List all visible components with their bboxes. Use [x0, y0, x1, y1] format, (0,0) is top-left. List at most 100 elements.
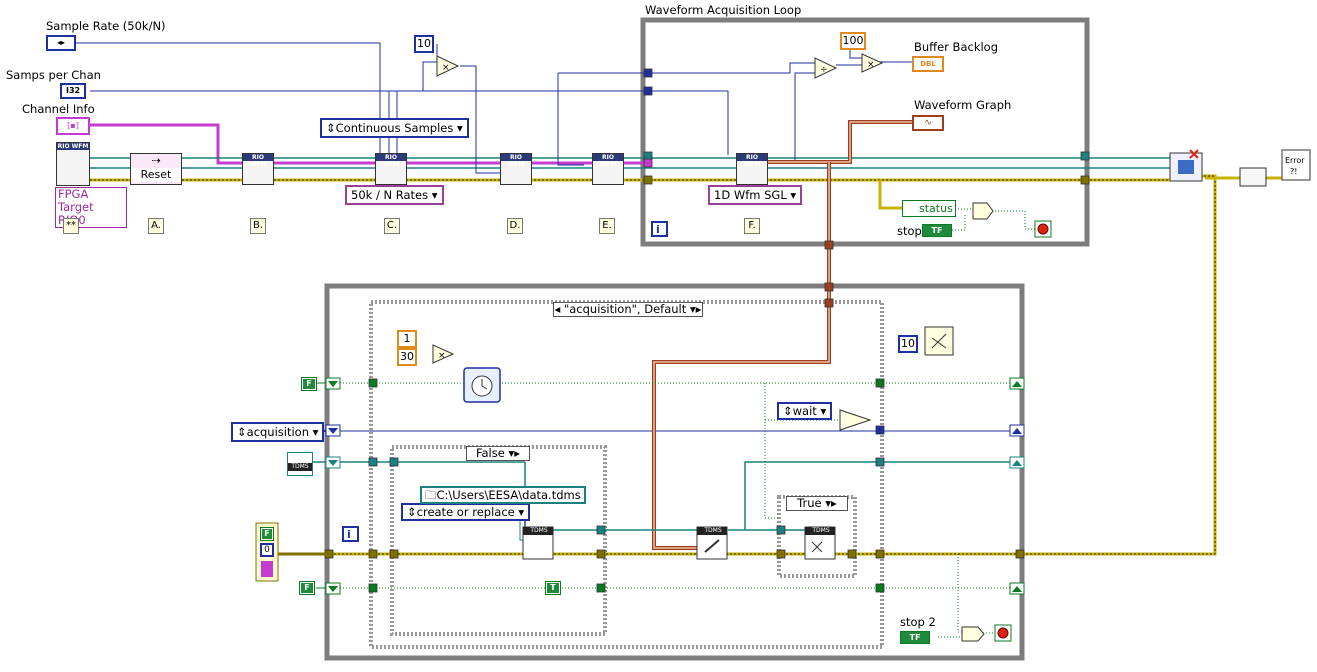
multiply-node-backlog	[861, 53, 884, 73]
file-path-constant[interactable]: 🗀C:\Users\EESA\data.tdms	[420, 486, 586, 504]
integer-wires	[75, 42, 1017, 432]
constant-1[interactable]: 1	[397, 330, 417, 348]
continuous-samples-ring[interactable]: ⇕Continuous Samples ▾	[320, 118, 469, 138]
rio-wfm-vi-f[interactable]: RIO WFM	[736, 153, 768, 185]
step-e: E.	[599, 218, 615, 234]
iteration-terminal-bottom: i	[347, 528, 351, 541]
label-samps-per-chan: Samps per Chan	[6, 68, 101, 82]
outer-case-selector[interactable]: ◂ "acquisition", Default ▾▸	[553, 302, 703, 317]
error-wire	[90, 174, 1282, 556]
tdms-control-text: TDMS	[288, 463, 312, 471]
false-case-text: False	[475, 446, 505, 460]
rates-text: 50k / N Rates	[351, 188, 429, 202]
multiply-node-timer	[432, 344, 455, 364]
label-sample-rate: Sample Rate (50k/N)	[46, 19, 166, 33]
ring-arrows-icon-2: ⇕	[237, 425, 247, 439]
file-path-text: C:\Users\EESA\data.tdms	[436, 488, 581, 502]
rio-wfm-vi-c[interactable]: RIO WFM	[375, 153, 407, 185]
inner-false-case-selector[interactable]: False ▾▸	[466, 446, 530, 461]
multiply-node-top	[436, 55, 460, 77]
math-primitives	[432, 53, 994, 642]
samps-per-chan-control[interactable]: I32	[60, 83, 87, 99]
reset-vi[interactable]: ⇢ Reset	[130, 153, 182, 185]
step-f: F.	[744, 218, 760, 234]
ring-arrows-icon: ⇕	[326, 121, 336, 135]
waveform-acquisition-loop[interactable]	[640, 17, 1090, 247]
status-text: status	[919, 202, 953, 215]
stop-control[interactable]: TF	[922, 224, 952, 237]
waveform-wire	[652, 120, 912, 550]
svg-text:×: ×	[438, 351, 446, 361]
create-replace-ring[interactable]: ⇕create or replace ▾	[401, 503, 531, 521]
rio-wfm-vi-b[interactable]: RIO WFM	[242, 153, 274, 185]
label-waveform-graph: Waveform Graph	[914, 98, 1012, 112]
inner-false-case[interactable]	[390, 445, 607, 636]
status-unbundle: status	[902, 200, 956, 217]
continuous-samples-text: Continuous Samples	[335, 121, 454, 135]
rio-wfm-vi-d[interactable]: RIO WFM	[500, 153, 532, 185]
bool-t-text: T	[547, 583, 559, 593]
or-node-bottom	[961, 626, 985, 642]
label-waveform-loop: Waveform Acquisition Loop	[645, 3, 802, 17]
shift-registers-right	[1009, 377, 1025, 595]
reset-label: Reset	[131, 168, 181, 182]
tdms-close-label: TDMS	[812, 527, 830, 534]
bool-cluster-f: F	[260, 527, 274, 541]
outer-case-text: "acquisition", Default	[563, 302, 687, 316]
tdms-file-control[interactable]: TDMS	[287, 452, 313, 476]
bool-control-f-bottom[interactable]: F	[299, 581, 315, 595]
label-stop: stop	[897, 224, 922, 238]
label-buffer-backlog: Buffer Backlog	[914, 40, 999, 54]
channel-info-wire	[90, 123, 648, 165]
divide-node	[814, 57, 838, 79]
inner-true-case-selector[interactable]: True ▾▸	[786, 496, 848, 511]
vi-header-c: RIO WFM	[376, 154, 406, 168]
logging-while-loop[interactable]	[324, 283, 1025, 661]
or-node-top	[972, 202, 994, 220]
stop-indicators	[994, 220, 1052, 642]
math-symbols: × ÷ × ×	[438, 60, 875, 361]
boolean-wires	[340, 208, 1035, 638]
ring-arrows-icon-3: ⇕	[783, 404, 793, 418]
vi-header-f: RIO WFM	[737, 154, 767, 168]
constant-10-top[interactable]: 10	[414, 35, 434, 53]
constant-10-bottom[interactable]: 10	[898, 335, 918, 353]
true-case-text: True	[797, 496, 822, 510]
step-b: B.	[250, 218, 266, 234]
acquisition-text: acquisition	[246, 425, 310, 439]
wait-ring[interactable]: ⇕wait ▾	[777, 402, 833, 420]
rates-ring[interactable]: 50k / N Rates ▾	[345, 185, 444, 205]
buffer-backlog-indicator: DBL	[912, 56, 944, 72]
constant-30[interactable]: 30	[397, 348, 417, 366]
iteration-terminal-top: i	[656, 223, 660, 236]
stop-2-control[interactable]: TF	[900, 631, 930, 644]
constant-zero[interactable]: 0	[260, 543, 274, 557]
rio-wfm-vi-e[interactable]: RIO WFM	[592, 153, 624, 185]
vi-header-e: RIO WFM	[593, 154, 623, 168]
wfm-type-text: 1D Wfm SGL	[714, 188, 787, 202]
acquisition-ring[interactable]: ⇕acquisition ▾	[231, 422, 325, 442]
iteration-terminals	[342, 221, 668, 542]
constant-100[interactable]: 100	[840, 32, 866, 50]
bool-cluster-f-text: F	[262, 529, 272, 539]
bool-f-text-bottom: F	[301, 583, 313, 593]
channel-info-control[interactable]: [▪]	[56, 117, 90, 135]
loop-tunnels	[324, 68, 1090, 593]
waveform-graph-indicator: ∿	[912, 115, 944, 131]
vi-header: RIO WFM	[57, 143, 89, 150]
bool-constant-t[interactable]: T	[545, 581, 561, 595]
wfm-type-ring[interactable]: 1D Wfm SGL ▾	[708, 185, 803, 205]
tdms-wires	[340, 461, 1017, 540]
fpga-target-vi[interactable]: RIO WFM	[56, 142, 90, 186]
bool-control-f-top[interactable]: F	[301, 377, 317, 391]
step-c: C.	[384, 218, 400, 234]
function-icons	[463, 326, 954, 560]
control-wires	[312, 382, 326, 589]
path-icon: 🗀	[425, 488, 437, 502]
step-asterisks: **	[63, 218, 79, 234]
tdms-write-label: TDMS	[704, 527, 722, 534]
error-nodes	[1169, 149, 1311, 187]
label-stop-2: stop 2	[900, 615, 936, 629]
sample-rate-control[interactable]: ◂▸	[46, 35, 76, 51]
